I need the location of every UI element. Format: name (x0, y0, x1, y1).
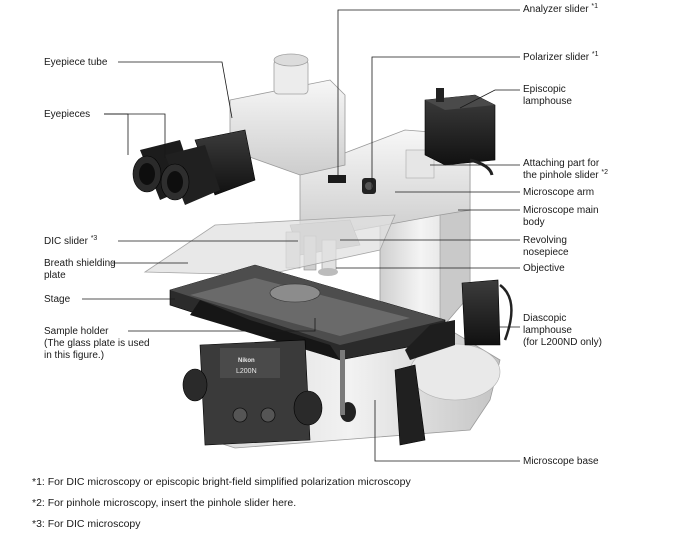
control-panel-shape: Nikon L200N (182, 339, 356, 446)
label-breath-plate-line1: Breath shielding (44, 258, 116, 269)
label-episcopic-lamphouse-line1: Episcopic (523, 84, 566, 95)
footnote-1: *1: For DIC microscopy or episcopic brig… (32, 476, 411, 488)
microscope-illustration: Nikon L200N (132, 53, 513, 449)
label-eyepieces: Eyepieces (44, 109, 90, 120)
label-sample-holder-line2: (The glass plate is used (44, 338, 150, 349)
eyepieces-shape (132, 140, 220, 205)
label-main-body-line2: body (523, 217, 545, 228)
label-breath-plate-line2: plate (44, 270, 66, 281)
model-logo-text: L200N (236, 368, 257, 375)
analyzer-slider-shape (328, 175, 346, 183)
breath-shielding-plate-shape (143, 214, 396, 276)
footnote-3: *3: For DIC microscopy (32, 518, 141, 530)
label-stage: Stage (44, 294, 71, 305)
label-diascopic-lamphouse-line1: Diascopic (523, 313, 566, 324)
label-diascopic-lamphouse-line2: lamphouse (523, 325, 572, 336)
label-sample-holder-line3: in this figure.) (44, 350, 104, 361)
leader-lines (82, 9, 520, 462)
label-pinhole-attach-line2: the pinhole slider *2 (523, 169, 608, 181)
label-episcopic-lamphouse-line2: lamphouse (523, 96, 572, 107)
label-pinhole-attach-line1: Attaching part for (523, 158, 600, 169)
label-diascopic-lamphouse-line3: (for L200ND only) (523, 337, 602, 348)
label-revolving-nosepiece-line2: nosepiece (523, 247, 569, 258)
diascopic-lamphouse-shape (461, 279, 513, 346)
label-dic-slider: DIC slider *3 (44, 235, 97, 247)
label-microscope-arm: Microscope arm (523, 187, 594, 198)
label-main-body-line1: Microscope main (523, 205, 599, 216)
part-labels: Analyzer slider *1 Polarizer slider *1 E… (44, 3, 608, 467)
label-polarizer-slider: Polarizer slider *1 (523, 51, 599, 63)
label-objective: Objective (523, 263, 565, 274)
label-microscope-base: Microscope base (523, 456, 599, 467)
label-sample-holder-line1: Sample holder (44, 326, 109, 337)
footnote-2: *2: For pinhole microscopy, insert the p… (32, 497, 297, 509)
label-revolving-nosepiece-line1: Revolving (523, 235, 567, 246)
label-analyzer-slider: Analyzer slider *1 (523, 3, 598, 15)
label-eyepiece-tube: Eyepiece tube (44, 57, 108, 68)
brand-logo-text: Nikon (238, 358, 255, 364)
